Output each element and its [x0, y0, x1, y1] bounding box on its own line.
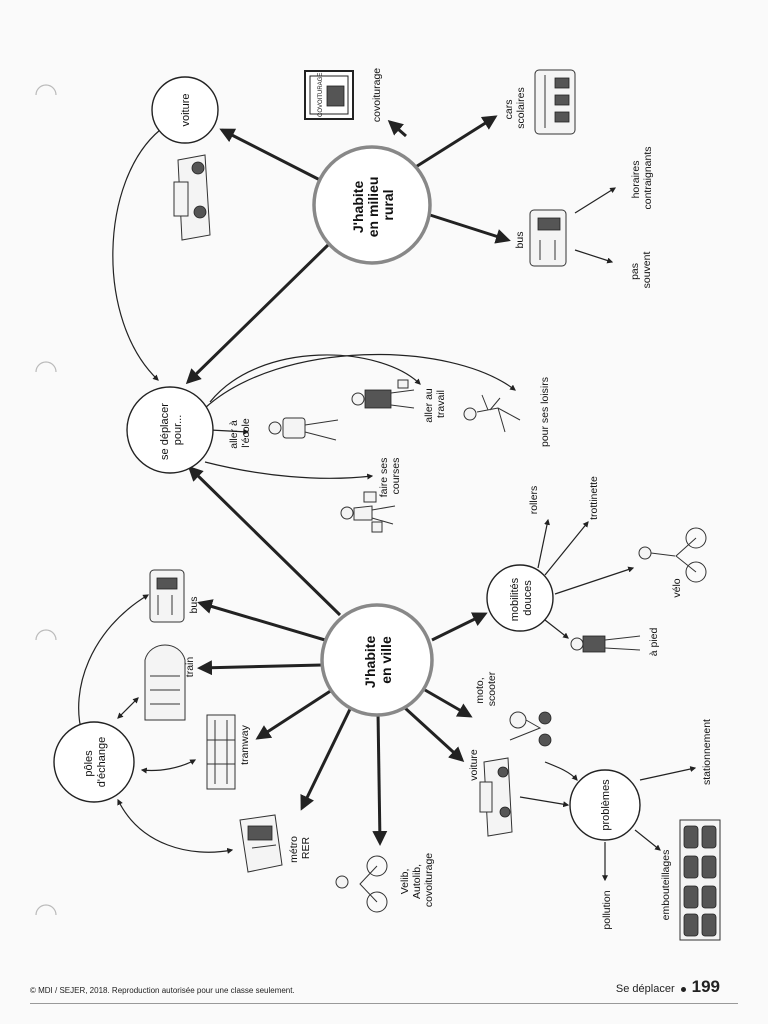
label-horaires-1: horaires — [630, 160, 642, 198]
main-arrows — [185, 115, 511, 846]
node-problemes-label: problèmes — [600, 779, 612, 831]
node-voiture-label: voiture — [180, 93, 192, 126]
label-rollers: rollers — [528, 486, 540, 515]
school-bus-icon — [534, 69, 576, 135]
scooter-icon — [509, 711, 552, 747]
label-velib-2: Autolib, — [411, 864, 423, 899]
train-icon — [144, 644, 186, 721]
hub-ville: J'habite en ville — [320, 603, 434, 717]
label-cars: cars — [503, 100, 515, 120]
node-se-deplacer: se déplacer pour... — [126, 386, 214, 474]
node-poles-echange: pôles d'échange — [53, 721, 135, 803]
bike-icon — [638, 527, 707, 583]
se-deplacer-line2: pour... — [172, 415, 184, 446]
covoiturage-sign-icon: COVOITURAGE — [304, 70, 354, 120]
label-moto-2: scooter — [486, 671, 498, 706]
svg-text:horaires contraignants: horaires contraignants — [630, 146, 654, 209]
label-horaires-2: contraignants — [642, 146, 654, 209]
bullet-icon — [680, 987, 686, 992]
svg-text:métro RER: métro RER — [288, 833, 312, 863]
label-ecole-1: aller à — [228, 420, 240, 449]
car-icon — [479, 757, 513, 837]
label-ecole-2: l'école — [240, 418, 252, 448]
node-mobilites-douces: mobilités douces — [486, 564, 554, 632]
labels: covoiturage cars scolaires bus horaires … — [184, 68, 713, 930]
pictograms: COVOITURAGE — [144, 69, 721, 941]
pedestrian-icon — [570, 635, 641, 653]
svg-text:pôles d'échange: pôles d'échange — [83, 737, 108, 787]
label-train: train — [184, 657, 196, 678]
mobilites-line1: mobilités — [509, 577, 521, 621]
label-courses-1: faire ses — [378, 458, 390, 498]
svg-text:aller au travail: aller au travail — [423, 385, 447, 422]
label-travail-1: aller au — [423, 388, 435, 423]
secondary-arrows — [77, 129, 697, 882]
label-pas-souvent-1: pas — [629, 263, 641, 280]
section-title: Se déplacer — [615, 983, 675, 995]
se-deplacer-line1: se déplacer — [159, 403, 171, 460]
label-courses-2: courses — [390, 458, 402, 495]
car-icon — [173, 154, 211, 241]
svg-text:moto, scooter: moto, scooter — [474, 671, 498, 706]
node-voiture: voiture — [151, 76, 219, 144]
hub-ville-line2: en ville — [378, 636, 394, 684]
page-number: 199 — [691, 977, 720, 996]
label-trottinette: trottinette — [588, 476, 600, 520]
label-moto-1: moto, — [474, 677, 486, 703]
label-bus-rural: bus — [514, 232, 526, 249]
page-footer: Se déplacer 199 — [616, 977, 720, 997]
tramway-icon — [206, 714, 236, 790]
label-embouteillages: embouteillages — [660, 850, 672, 921]
worker-icon — [351, 379, 415, 409]
hub-rural-line2: en milieu — [365, 177, 381, 238]
svg-text:se déplacer pour...: se déplacer pour... — [159, 400, 184, 460]
binder-holes — [35, 84, 57, 916]
label-tramway: tramway — [239, 724, 251, 764]
hub-ville-line1: J'habite — [362, 636, 378, 689]
label-metro-1: métro — [288, 836, 300, 863]
bus-icon — [529, 209, 567, 267]
label-bus-ville: bus — [188, 597, 200, 614]
svg-text:aller à l'école: aller à l'école — [228, 417, 252, 449]
svg-text:pas souvent: pas souvent — [629, 252, 653, 289]
hub-rural-line3: rural — [380, 189, 396, 220]
node-problemes: problèmes — [569, 769, 641, 841]
label-scolaires: scolaires — [515, 87, 527, 128]
hub-rural-line1: J'habite — [350, 181, 366, 234]
label-voiture-ville: voiture — [468, 749, 480, 781]
covoiturage-sign-label: COVOITURAGE — [318, 73, 324, 117]
label-pied: à pied — [648, 628, 660, 657]
svg-text:J'habite en milieu: J'habite en milieu rural — [350, 173, 396, 238]
label-velib-3: covoiturage — [423, 853, 435, 907]
bus-icon — [149, 569, 185, 623]
shopping-icon — [340, 491, 396, 533]
svg-text:Velib, Autolib, co: Velib, Autolib, covoiturage — [399, 853, 435, 907]
svg-text:J'habite en ville: J'habite en ville — [362, 632, 394, 688]
metro-icon — [239, 814, 283, 873]
child-school-icon — [268, 417, 339, 441]
svg-text:mobilités douces: mobilités douces — [509, 575, 534, 621]
leisure-icon — [463, 394, 521, 433]
poles-line1: pôles — [83, 750, 95, 777]
label-travail-2: travail — [435, 390, 447, 418]
copyright-notice: © MDI / SEJER, 2018. Reproduction autori… — [30, 986, 295, 995]
hub-rural: J'habite en milieu rural — [312, 145, 432, 265]
svg-text:cars scolaires: cars scolaires — [503, 87, 527, 128]
label-pas-souvent-2: souvent — [641, 252, 653, 289]
label-covoiturage: covoiturage — [371, 68, 383, 122]
label-velib-1: Velib, — [399, 869, 411, 895]
poles-line2: d'échange — [96, 737, 108, 787]
label-pollution: pollution — [601, 890, 613, 929]
footer-rule — [30, 1003, 738, 1004]
label-metro-2: RER — [300, 836, 312, 859]
mobilites-line2: douces — [522, 580, 534, 616]
velib-icon — [335, 855, 388, 913]
label-stationnement: stationnement — [701, 719, 713, 785]
svg-text:faire ses courses: faire ses courses — [378, 455, 402, 498]
label-velo: vélo — [671, 578, 683, 597]
label-loisirs: pour ses loisirs — [539, 377, 551, 447]
traffic-jam-icon — [679, 819, 721, 941]
